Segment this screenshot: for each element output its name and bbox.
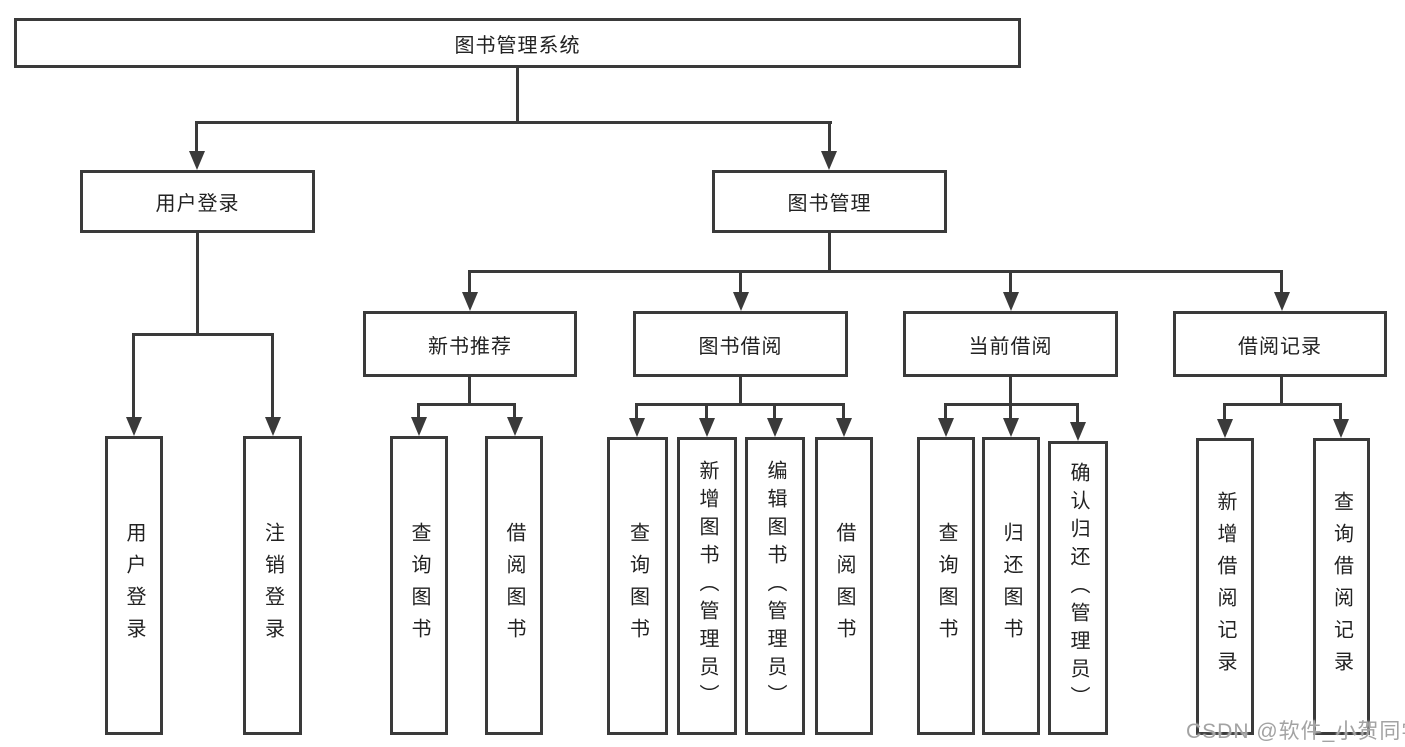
leaf-query-books-cb: 查询图书 bbox=[917, 437, 975, 735]
leaf-return-books: 归还图书 bbox=[982, 437, 1040, 735]
arrowhead-query-books-cb-icon bbox=[938, 418, 954, 437]
leaf-add-book-admin-label: 新增图书（管理员） bbox=[696, 460, 718, 712]
connector-borrowing-stem bbox=[739, 377, 742, 406]
connector-bookmgmt-hbar bbox=[468, 270, 1282, 273]
arrowhead-leaf-user-login-icon bbox=[126, 417, 142, 436]
connector-bookmgmt-drop-2 bbox=[739, 270, 742, 294]
arrowhead-confirm-return-icon bbox=[1070, 422, 1086, 441]
leaf-query-books-nb-label: 查询图书 bbox=[408, 521, 430, 650]
arrowhead-query-books-nb-icon bbox=[411, 417, 427, 436]
arrowhead-book-management-icon bbox=[821, 151, 837, 170]
connector-current-drop-1 bbox=[944, 403, 947, 419]
leaf-add-borrow-record: 新增借阅记录 bbox=[1196, 438, 1254, 735]
connector-newbook-hbar bbox=[417, 403, 516, 406]
arrowhead-borrow-books-nb-icon bbox=[507, 417, 523, 436]
node-current-borrowing: 当前借阅 bbox=[903, 311, 1118, 377]
node-library-system: 图书管理系统 bbox=[14, 18, 1021, 68]
leaf-edit-book-admin: 编辑图书（管理员） bbox=[745, 437, 805, 735]
connector-records-stem bbox=[1280, 377, 1283, 406]
connector-borrowing-drop-4 bbox=[842, 403, 845, 419]
leaf-query-books-cb-label: 查询图书 bbox=[935, 522, 957, 650]
arrowhead-current-borrowing-icon bbox=[1003, 292, 1019, 311]
node-user-login: 用户登录 bbox=[80, 170, 315, 233]
connector-borrowing-hbar bbox=[635, 403, 845, 406]
connector-current-drop-3 bbox=[1076, 403, 1079, 423]
arrowhead-query-books-bb-icon bbox=[629, 418, 645, 437]
leaf-borrow-books-nb-label: 借阅图书 bbox=[503, 521, 525, 650]
arrowhead-borrowing-records-icon bbox=[1274, 292, 1290, 311]
connector-userlogin-hbar bbox=[132, 333, 274, 336]
leaf-edit-book-admin-label: 编辑图书（管理员） bbox=[764, 460, 786, 712]
leaf-query-books-bb: 查询图书 bbox=[607, 437, 668, 735]
arrowhead-query-record-icon bbox=[1333, 419, 1349, 438]
arrowhead-leaf-logout-icon bbox=[265, 417, 281, 436]
connector-borrowing-drop-3 bbox=[773, 403, 776, 419]
connector-newbook-drop-1 bbox=[417, 403, 420, 418]
arrowhead-add-record-icon bbox=[1217, 419, 1233, 438]
leaf-confirm-return-admin: 确认归还（管理员） bbox=[1048, 441, 1108, 735]
connector-userlogin-drop-1 bbox=[132, 333, 135, 418]
connector-root-drop-left bbox=[195, 121, 198, 154]
connector-bookmgmt-drop-4 bbox=[1280, 270, 1283, 294]
node-borrowing-records: 借阅记录 bbox=[1173, 311, 1387, 377]
connector-records-drop-2 bbox=[1339, 403, 1342, 420]
connector-root-hbar bbox=[195, 121, 832, 124]
connector-newbook-drop-2 bbox=[513, 403, 516, 418]
connector-bookmgmt-drop-1 bbox=[468, 270, 471, 294]
leaf-user-login-label: 用户登录 bbox=[123, 521, 145, 650]
arrowhead-return-books-icon bbox=[1003, 418, 1019, 437]
connector-bookmgmt-stem bbox=[828, 233, 831, 273]
connector-borrowing-drop-2 bbox=[705, 403, 708, 419]
leaf-return-books-label: 归还图书 bbox=[1000, 522, 1022, 650]
node-book-management: 图书管理 bbox=[712, 170, 947, 233]
leaf-logout: 注销登录 bbox=[243, 436, 302, 735]
leaf-query-books-bb-label: 查询图书 bbox=[626, 522, 649, 650]
connector-newbook-stem bbox=[468, 377, 471, 406]
leaf-user-login: 用户登录 bbox=[105, 436, 163, 735]
arrowhead-book-borrowing-icon bbox=[733, 292, 749, 311]
csdn-watermark: CSDN @软件_小贺同学 bbox=[1186, 720, 1405, 743]
arrowhead-add-book-icon bbox=[699, 418, 715, 437]
leaf-query-borrow-record-label: 查询借阅记录 bbox=[1330, 490, 1353, 683]
leaf-borrow-books-nb: 借阅图书 bbox=[485, 436, 543, 735]
leaf-add-book-admin: 新增图书（管理员） bbox=[677, 437, 737, 735]
leaf-confirm-return-admin-label: 确认归还（管理员） bbox=[1067, 462, 1089, 714]
connector-records-hbar bbox=[1223, 403, 1342, 406]
connector-records-drop-1 bbox=[1223, 403, 1226, 420]
leaf-query-borrow-record: 查询借阅记录 bbox=[1313, 438, 1370, 735]
connector-userlogin-stem bbox=[196, 233, 199, 336]
connector-borrowing-drop-1 bbox=[635, 403, 638, 419]
arrowhead-borrow-books-bb-icon bbox=[836, 418, 852, 437]
connector-root-stem bbox=[516, 68, 519, 122]
leaf-query-books-nb: 查询图书 bbox=[390, 436, 448, 735]
node-book-borrowing: 图书借阅 bbox=[633, 311, 848, 377]
arrowhead-edit-book-icon bbox=[767, 418, 783, 437]
leaf-borrow-books-bb: 借阅图书 bbox=[815, 437, 873, 735]
arrowhead-new-book-icon bbox=[462, 292, 478, 311]
connector-root-drop-right bbox=[828, 121, 831, 154]
leaf-borrow-books-bb-label: 借阅图书 bbox=[833, 522, 855, 650]
connector-current-drop-2 bbox=[1009, 403, 1012, 419]
connector-bookmgmt-drop-3 bbox=[1009, 270, 1012, 294]
leaf-add-borrow-record-label: 新增借阅记录 bbox=[1214, 490, 1236, 683]
connector-current-stem bbox=[1009, 377, 1012, 406]
connector-userlogin-drop-2 bbox=[271, 333, 274, 418]
arrowhead-user-login-icon bbox=[189, 151, 205, 170]
node-new-book-recommendation: 新书推荐 bbox=[363, 311, 577, 377]
leaf-logout-label: 注销登录 bbox=[261, 521, 284, 650]
